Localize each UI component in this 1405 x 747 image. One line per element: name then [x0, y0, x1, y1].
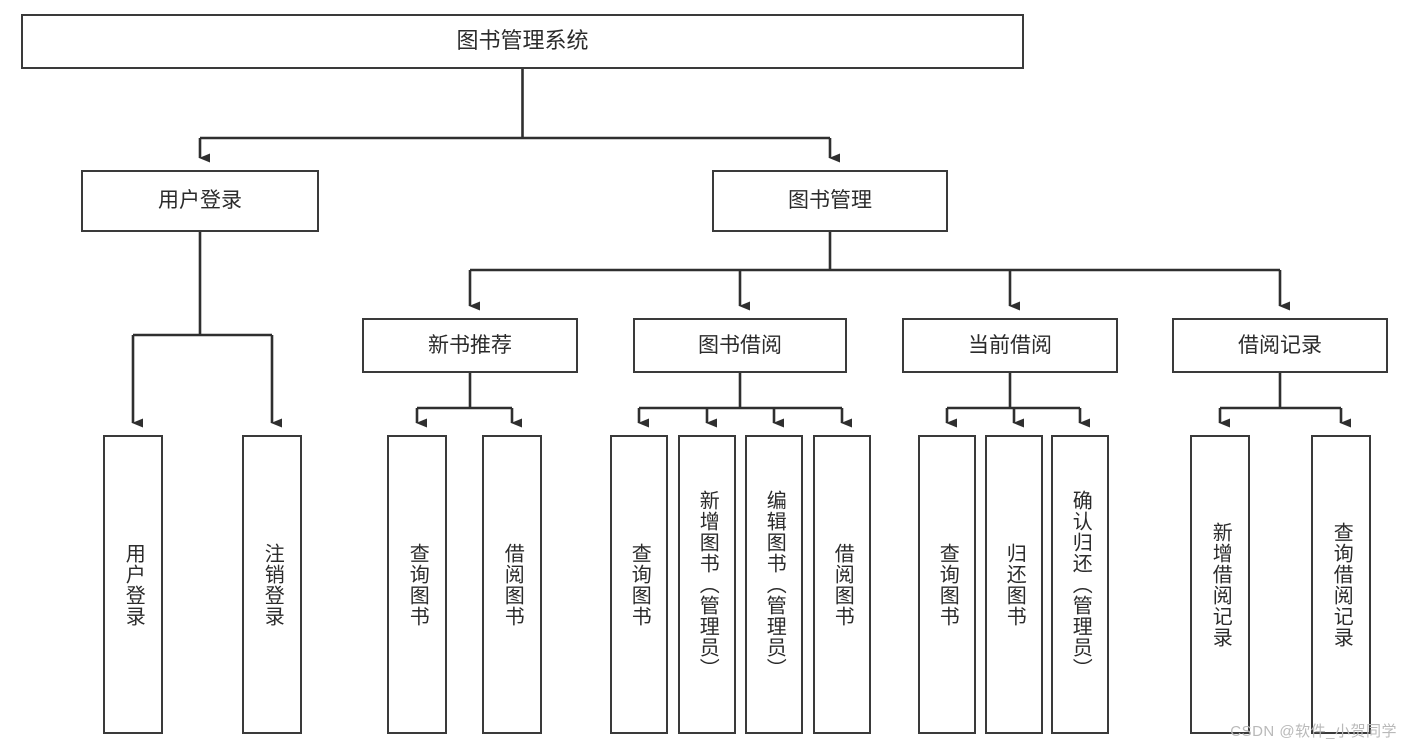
- node-leaf-cb-confirm[interactable]: 确认归还（管理员）: [1051, 435, 1109, 734]
- node-label: 当前借阅: [968, 333, 1052, 357]
- node-leaf-bb-edit[interactable]: 编辑图书（管理员）: [745, 435, 803, 734]
- node-label: 用户登录: [158, 189, 242, 213]
- node-leaf-br-add[interactable]: 新增借阅记录: [1190, 435, 1250, 734]
- node-borrow-record[interactable]: 借阅记录: [1172, 318, 1388, 373]
- node-label: 查询图书: [406, 542, 429, 627]
- node-label: 借阅图书: [501, 542, 524, 627]
- node-book-manage[interactable]: 图书管理: [712, 170, 948, 232]
- node-user-login[interactable]: 用户登录: [81, 170, 319, 232]
- node-leaf-bb-add[interactable]: 新增图书（管理员）: [678, 435, 736, 734]
- node-label: 查询图书: [628, 542, 651, 627]
- node-label: 查询借阅记录: [1330, 521, 1353, 648]
- node-root[interactable]: 图书管理系统: [21, 14, 1024, 69]
- node-label: 图书管理系统: [456, 28, 589, 54]
- node-leaf-br-query[interactable]: 查询借阅记录: [1311, 435, 1371, 734]
- node-label: 新增图书（管理员）: [696, 490, 719, 679]
- node-current-borrow[interactable]: 当前借阅: [902, 318, 1118, 373]
- node-leaf-nbr-query[interactable]: 查询图书: [387, 435, 447, 734]
- node-label: 确认归还（管理员）: [1069, 490, 1092, 679]
- node-label: 图书借阅: [698, 333, 782, 357]
- node-leaf-nbr-borrow[interactable]: 借阅图书: [482, 435, 542, 734]
- node-label: 借阅记录: [1238, 333, 1322, 357]
- node-label: 图书管理: [788, 189, 872, 213]
- node-label: 归还图书: [1003, 542, 1026, 627]
- node-leaf-cb-query[interactable]: 查询图书: [918, 435, 976, 734]
- node-label: 注销登录: [261, 542, 284, 627]
- node-leaf-cb-return[interactable]: 归还图书: [985, 435, 1043, 734]
- node-label: 新增借阅记录: [1209, 521, 1232, 648]
- node-label: 用户登录: [122, 542, 145, 627]
- node-leaf-bb-borrow[interactable]: 借阅图书: [813, 435, 871, 734]
- node-new-book-rec[interactable]: 新书推荐: [362, 318, 578, 373]
- node-leaf-user-logout[interactable]: 注销登录: [242, 435, 302, 734]
- node-label: 新书推荐: [428, 333, 512, 357]
- node-leaf-bb-query[interactable]: 查询图书: [610, 435, 668, 734]
- node-leaf-user-login[interactable]: 用户登录: [103, 435, 163, 734]
- node-label: 借阅图书: [831, 542, 854, 627]
- node-label: 编辑图书（管理员）: [763, 490, 786, 679]
- node-label: 查询图书: [936, 542, 959, 627]
- watermark-text: CSDN @软件_小贺同学: [1230, 723, 1397, 740]
- node-book-borrow[interactable]: 图书借阅: [633, 318, 847, 373]
